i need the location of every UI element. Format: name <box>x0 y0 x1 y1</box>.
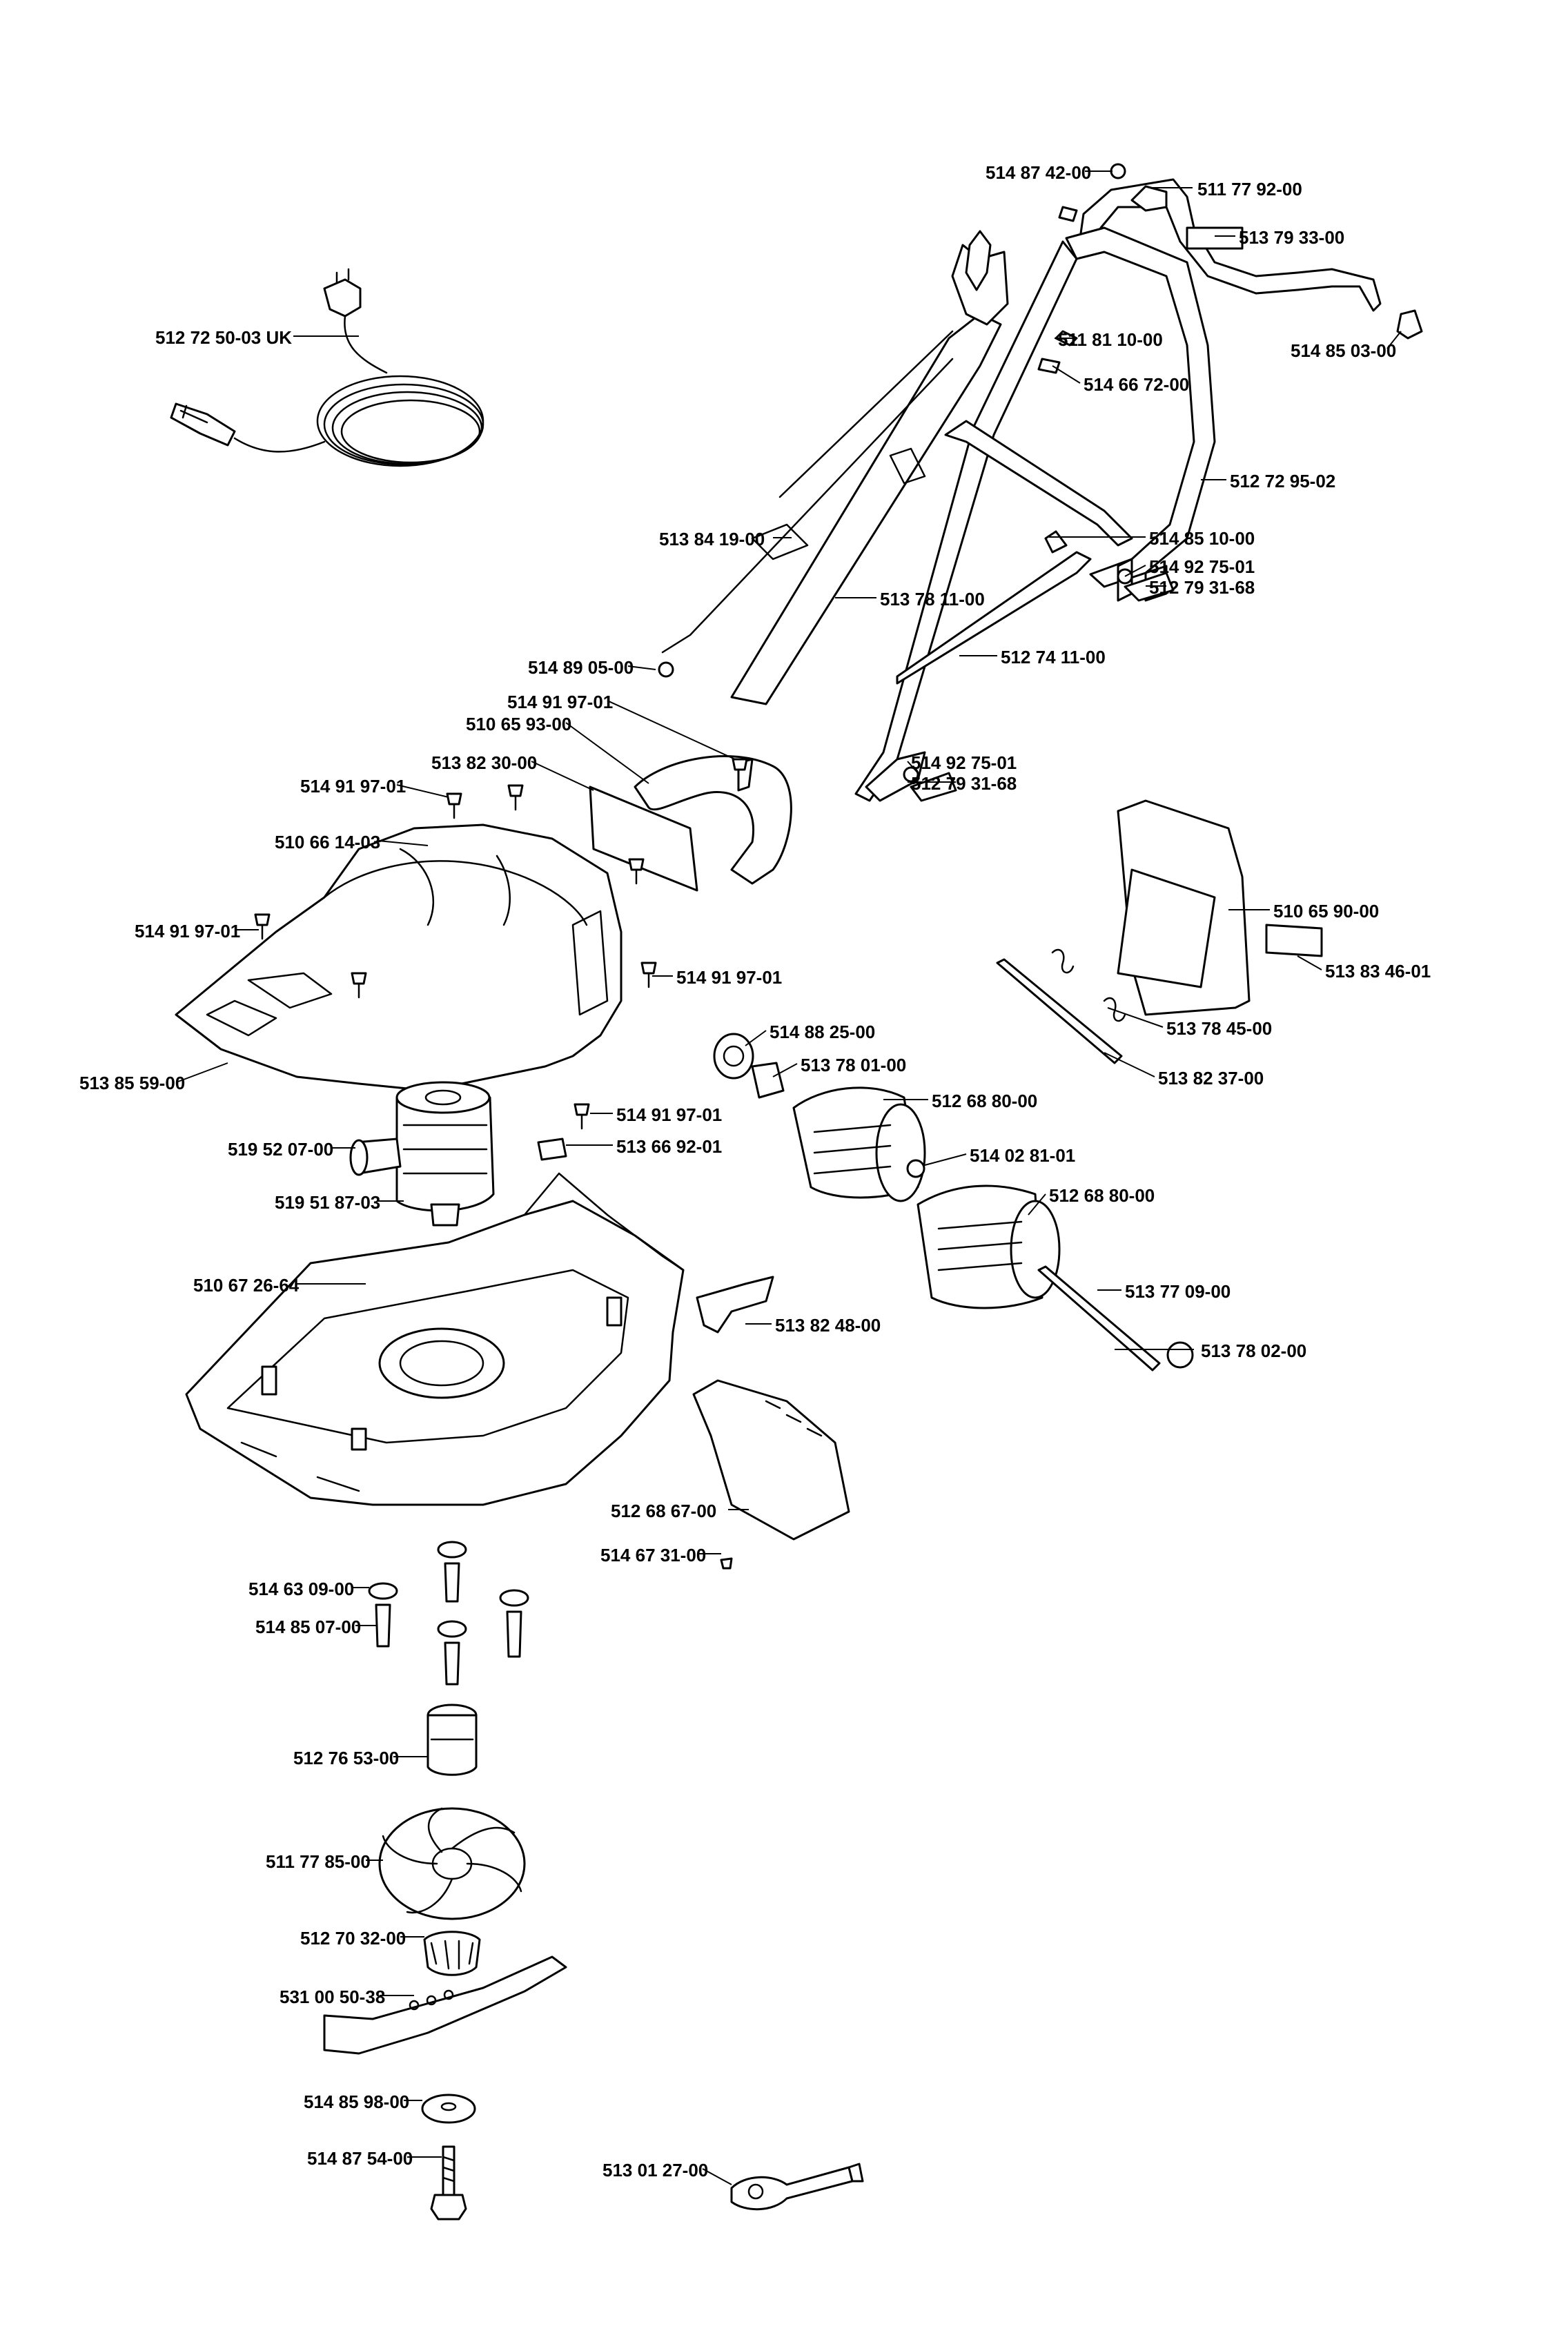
part-label: 514 85 10-00 <box>1149 528 1255 549</box>
bag-handle-drawing <box>589 755 792 892</box>
cover-screws-drawing <box>254 758 748 1130</box>
part-label: 513 85 59-00 <box>79 1073 185 1093</box>
part-label: 512 68 80-00 <box>932 1091 1037 1111</box>
rear-axle-drawing <box>996 948 1126 1064</box>
part-label: 513 79 33-00 <box>1239 227 1344 248</box>
part-label: 514 88 25-00 <box>770 1022 875 1042</box>
part-label: 514 91 97-01 <box>300 776 406 797</box>
part-label: 510 67 26-64 <box>193 1275 300 1296</box>
part-label: 514 85 07-00 <box>255 1617 361 1637</box>
part-label: 513 83 46-01 <box>1325 961 1431 982</box>
part-label: 513 82 30-00 <box>431 752 537 773</box>
blade-bolt-drawing <box>421 2094 476 2221</box>
part-label: 512 70 32-00 <box>300 1928 406 1949</box>
part-label: 513 78 02-00 <box>1201 1340 1306 1361</box>
part-label: 514 87 42-00 <box>986 162 1091 183</box>
part-label: 512 68 80-00 <box>1049 1185 1155 1206</box>
blade-hub-drawing <box>423 1931 481 1976</box>
part-label: 514 89 05-00 <box>528 657 634 678</box>
part-label: 513 77 09-00 <box>1125 1281 1231 1302</box>
part-label: 510 66 14-03 <box>275 832 380 852</box>
part-labels: 514 87 42-00 511 77 92-00 513 79 33-00 5… <box>79 162 1431 2180</box>
part-label: 511 77 92-00 <box>1197 179 1302 199</box>
handle-frame-drawing <box>854 226 1216 802</box>
part-label: 511 81 10-00 <box>1058 329 1163 350</box>
part-label: 513 78 01-00 <box>801 1055 906 1075</box>
part-label: 513 84 19-00 <box>659 529 765 549</box>
part-label: 514 91 97-01 <box>676 967 782 988</box>
wrench-drawing <box>730 2163 864 2211</box>
coupling-drawing <box>427 1704 478 1776</box>
cable-drawing <box>658 330 954 678</box>
side-guard-drawing <box>692 1276 850 1570</box>
part-label: 514 92 75-01 <box>911 752 1017 773</box>
part-label: 512 72 95-02 <box>1230 471 1335 491</box>
part-label: 514 67 31-00 <box>600 1545 706 1565</box>
mower-deck-drawing <box>185 1172 685 1506</box>
lower-handle-drawing <box>730 230 1092 802</box>
part-label: 513 82 48-00 <box>775 1315 881 1336</box>
part-label: 514 91 97-01 <box>507 692 613 712</box>
part-label: 514 92 75-01 <box>1149 556 1255 577</box>
rear-flap-drawing <box>1117 799 1323 1016</box>
fan-drawing <box>378 1807 526 1920</box>
part-label: 512 79 31-68 <box>911 773 1017 794</box>
part-label: 510 65 90-00 <box>1273 901 1379 921</box>
part-label: 511 77 85-00 <box>266 1851 371 1872</box>
blade-drawing <box>323 1955 567 2055</box>
wheels-drawing <box>713 1033 1194 1372</box>
part-label: 513 82 37-00 <box>1158 1068 1264 1089</box>
leader-lines <box>177 170 1402 2185</box>
part-label: 514 02 81-01 <box>970 1145 1075 1166</box>
part-label: 513 78 11-00 <box>880 589 985 609</box>
part-label: 510 65 93-00 <box>466 714 571 734</box>
exploded-view-drawing <box>170 163 1423 2221</box>
part-label: 514 66 72-00 <box>1084 374 1189 395</box>
part-label: 513 78 45-00 <box>1166 1018 1272 1039</box>
part-label: 514 85 03-00 <box>1291 340 1396 361</box>
bolts-drawing <box>368 1541 529 1686</box>
part-label: 519 51 87-03 <box>275 1192 380 1213</box>
power-cable-drawing <box>170 268 484 467</box>
part-label: 513 01 27-00 <box>602 2160 708 2180</box>
part-label: 519 52 07-00 <box>228 1139 333 1160</box>
part-label: 514 85 98-00 <box>304 2091 409 2112</box>
part-label: 512 72 50-03 UK <box>155 327 292 348</box>
part-label: 512 79 31-68 <box>1149 577 1255 598</box>
motor-cover-drawing <box>175 823 623 1092</box>
motor-drawing <box>349 1081 567 1227</box>
part-label: 512 68 67-00 <box>611 1501 716 1521</box>
part-label: 514 91 97-01 <box>616 1104 722 1125</box>
part-label: 514 87 54-00 <box>307 2148 413 2169</box>
upper-handle-drawing <box>1079 178 1423 340</box>
part-label: 512 76 53-00 <box>293 1748 399 1768</box>
part-label: 531 00 50-38 <box>280 1987 385 2007</box>
part-label: 514 63 09-00 <box>248 1579 354 1599</box>
part-label: 514 91 97-01 <box>135 921 240 941</box>
part-label: 513 66 92-01 <box>616 1136 722 1157</box>
part-label: 512 74 11-00 <box>1001 647 1106 667</box>
